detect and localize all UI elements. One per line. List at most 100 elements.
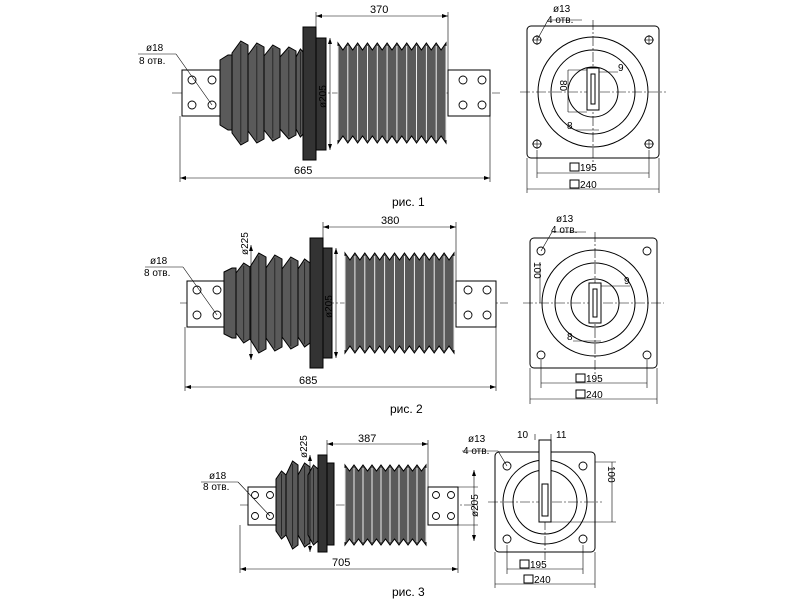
fig1-dim-dia: ø205 <box>318 38 332 150</box>
fig3-plan-top-b: 11 <box>556 430 567 441</box>
fig3-hole-count: 8 отв. <box>203 482 229 493</box>
fig3-dim-387: 387 <box>326 433 429 487</box>
fig1-hole-size: ø18 <box>146 43 164 54</box>
figure-1: 370 665 ø205 ø18 8 отв. <box>138 4 666 209</box>
fig3-dia-cap: ø225 <box>299 435 310 458</box>
fig1-dim-665: 665 <box>179 116 491 182</box>
shed <box>235 262 251 344</box>
fig3-dia-flange: ø205 <box>470 494 481 517</box>
fig2-plan-view: 100 9 8 ø13 4 отв. 195 <box>523 214 664 404</box>
shed <box>265 254 283 352</box>
fig1-length-total: 665 <box>294 165 312 177</box>
fig1-ribbed-section <box>337 41 447 145</box>
fig1-hole-count: 8 отв. <box>139 56 165 67</box>
fig2-plan-height: 100 <box>531 262 542 279</box>
fig2-flange <box>309 237 324 369</box>
fig1-dim-370: 370 <box>315 4 449 70</box>
fig2-plan-dims: 195 240 <box>529 360 658 404</box>
fig3-dim-dia225: ø225 <box>299 435 312 552</box>
fig1-plan-hole-size: ø13 <box>553 4 571 15</box>
fig2-terminal-slot: 100 9 8 <box>531 262 630 343</box>
fig1-slot-width: 9 <box>618 63 624 74</box>
fig3-ribs <box>344 468 427 542</box>
fig3-dim-705: 705 <box>239 525 459 573</box>
fig3-hole-callout: ø18 8 отв. <box>201 471 271 517</box>
fig1-plan-hole-count: 4 отв. <box>547 15 573 26</box>
fig2-plan-w1: 195 <box>586 374 603 385</box>
fig3-right-terminal-holes <box>432 491 455 520</box>
fig2-ribbed-section <box>344 251 455 355</box>
fig3-caption: рис. 3 <box>392 585 425 599</box>
fig1-end-cap <box>219 54 233 131</box>
fig2-hole-size: ø18 <box>150 256 168 267</box>
fig1-left-terminal <box>181 69 223 117</box>
fig2-plan-hole-size: ø13 <box>556 214 574 225</box>
fig3-length-top: 387 <box>358 433 376 445</box>
fig1-plan-hole-callout: ø13 4 отв. <box>536 4 582 41</box>
fig3-plan-hole-count: 4 отв. <box>463 446 489 457</box>
fig3-terminal-slot: 10 11 100 <box>517 430 616 523</box>
fig3-plan-dims: 195 240 <box>494 545 596 588</box>
fig3-ribbed-section <box>344 463 427 547</box>
shed <box>247 42 265 144</box>
fig2-dia-flange: ø205 <box>324 295 335 318</box>
fig1-flange <box>302 26 317 161</box>
fig1-hole-callout: ø18 8 отв. <box>138 43 213 106</box>
fig2-left-terminal <box>186 280 228 328</box>
fig3-hole-size: ø18 <box>209 471 227 482</box>
fig1-caption: рис. 1 <box>392 195 425 209</box>
fig1-ribs <box>337 46 447 140</box>
fig1-side-view: 370 665 ø205 ø18 8 отв. <box>138 4 500 182</box>
fig3-plan-w2: 240 <box>534 575 551 586</box>
fig2-dim-380: 380 <box>322 215 457 281</box>
fig1-plan-holes <box>532 35 654 149</box>
fig3-side-view: 387 705 ø225 ø205 <box>201 433 481 573</box>
shed <box>263 44 281 142</box>
fig1-plan-w2: 240 <box>580 180 597 191</box>
shed <box>307 464 319 546</box>
shed <box>285 460 299 550</box>
fig2-length-top: 380 <box>381 215 399 227</box>
fig3-plan-holes <box>502 461 588 544</box>
fig2-slot-width: 9 <box>624 276 630 287</box>
fig2-sheds <box>235 252 311 354</box>
shed <box>275 470 287 540</box>
fig1-sheds <box>231 40 305 146</box>
fig3-plan-view: 10 11 100 ø13 4 отв. 195 <box>462 430 616 588</box>
fig2-dia-cap: ø225 <box>240 232 251 255</box>
fig1-plan-w1: 195 <box>580 163 597 174</box>
fig2-end-cap <box>223 267 237 339</box>
fig2-plan-hole-callout: ø13 4 отв. <box>540 214 586 252</box>
figure-2: 380 685 ø205 ø225 ø18 <box>144 214 664 416</box>
fig3-sheds <box>275 460 319 550</box>
fig2-plan-holes <box>536 246 652 360</box>
fig3-plan-w1: 195 <box>530 560 547 571</box>
fig2-dim-dia205: ø205 <box>324 248 338 358</box>
fig3-plan-hole-size: ø13 <box>468 434 486 445</box>
fig2-hole-callout: ø18 8 отв. <box>144 256 218 316</box>
fig2-length-total: 685 <box>299 375 317 387</box>
fig2-ribs <box>344 256 455 350</box>
fig1-terminal-slot: 80 9 8 <box>557 63 624 132</box>
fig3-length-total: 705 <box>332 557 350 569</box>
shed <box>249 252 267 354</box>
fig3-plan-hole-callout: ø13 4 отв. <box>462 434 508 467</box>
fig1-right-terminal-holes <box>458 75 487 110</box>
fig2-hole-count: 8 отв. <box>144 268 170 279</box>
fig2-caption: рис. 2 <box>390 402 423 416</box>
fig1-length-top: 370 <box>370 4 388 16</box>
fig3-plan-top-a: 10 <box>517 430 529 441</box>
fig2-dim-dia225: ø225 <box>240 232 253 360</box>
fig2-left-terminal-holes <box>192 285 222 320</box>
fig2-dim-685: 685 <box>184 327 497 391</box>
fig1-plan-dims: 195 240 <box>526 150 660 193</box>
fig1-dia-flange: ø205 <box>318 85 329 108</box>
fig3-dim-dia205: ø205 <box>458 470 481 541</box>
fig1-plan-view: 80 9 8 ø13 4 отв. 195 <box>520 4 666 193</box>
shed <box>231 40 249 146</box>
shed <box>279 46 297 140</box>
fig3-plan-height: 100 <box>605 466 616 483</box>
shed <box>281 256 299 350</box>
fig2-slot-gap: 8 <box>567 332 573 343</box>
